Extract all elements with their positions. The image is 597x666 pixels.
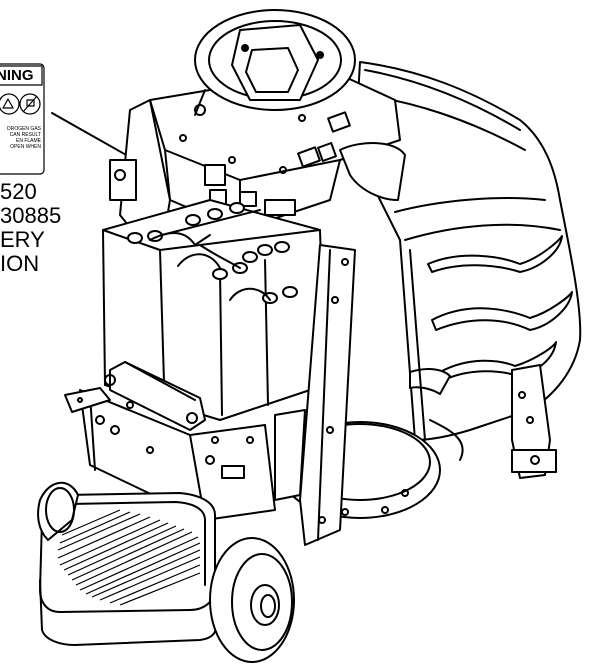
decal-heading: NING: [0, 67, 34, 84]
battery-pack: [102, 199, 326, 421]
decal-line-1: DROGEN GAS: [7, 126, 41, 132]
front-wheel-left: [37, 481, 79, 541]
no-flame-icon: [19, 93, 41, 115]
pedal-grip-ribs: [57, 509, 201, 606]
callout-line-4: ION: [0, 251, 40, 276]
callout-line-2: 30885: [0, 203, 62, 228]
decal-line-3: EN FLAME: [15, 138, 41, 144]
side-bracket: [511, 364, 557, 479]
body-grip-2: [431, 291, 573, 331]
callout-line-1: 520: [0, 179, 37, 204]
callout-line-3: ERY: [0, 227, 45, 252]
left-bracket: [64, 387, 111, 413]
warning-decal: [0, 63, 45, 175]
front-wheel-right: [209, 537, 295, 663]
decal-line-4: OPEN WHEN: [10, 144, 41, 150]
decal-line-2: CAN RESULT: [9, 132, 41, 138]
callout-leader-line: [51, 112, 136, 161]
warning-symbol-icon: [0, 93, 20, 115]
support-plate: [274, 244, 356, 546]
body-grip-1: [427, 235, 563, 273]
steering-assembly: [149, 9, 406, 231]
battery-terminals: [127, 202, 298, 304]
battery-handle[interactable]: [104, 361, 206, 431]
foot-platform[interactable]: [39, 492, 218, 646]
